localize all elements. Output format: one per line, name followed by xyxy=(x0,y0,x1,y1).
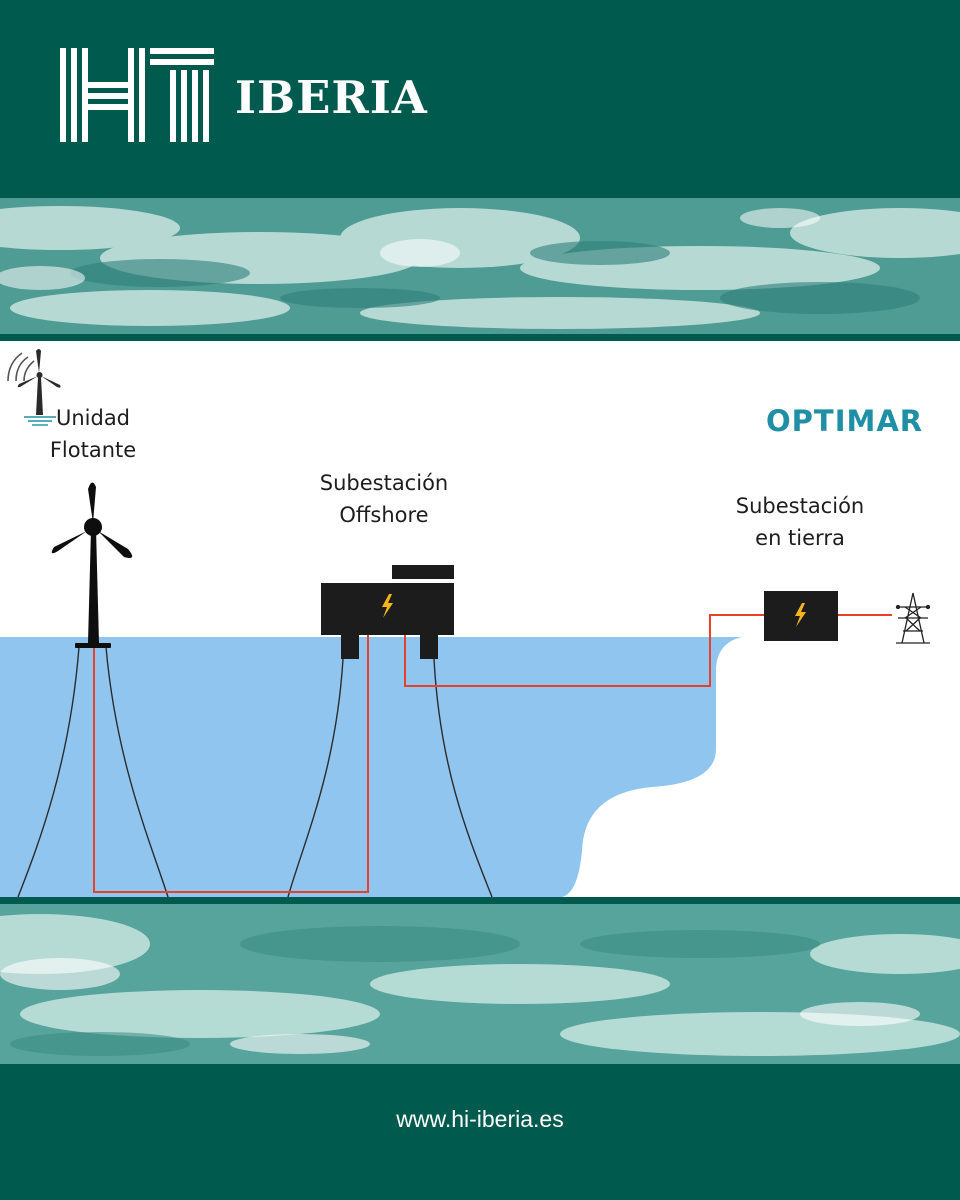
optimar-logo-text: OPTIMAR xyxy=(766,404,924,438)
lightning-icon xyxy=(382,594,393,618)
onshore-substation-label: Subestación en tierra xyxy=(715,490,885,554)
sea-photo-top xyxy=(0,198,960,334)
header: IBERIA xyxy=(0,0,960,198)
wind-turbine-icon xyxy=(51,482,133,648)
brand-name: IBERIA xyxy=(235,71,428,124)
transmission-tower-icon xyxy=(895,592,931,644)
website-link[interactable]: www.hi-iberia.es xyxy=(396,1106,564,1132)
offshore-substation-text: Subestación Offshore xyxy=(319,471,449,527)
floating-unit-label: Unidad Flotante xyxy=(23,402,163,466)
sea-photo-bottom xyxy=(0,904,960,1064)
hi-logo-icon xyxy=(60,48,214,142)
sea-area xyxy=(0,637,742,897)
lightning-icon xyxy=(795,603,806,627)
floating-unit-text: Unidad Flotante xyxy=(49,406,137,462)
footer: www.hi-iberia.es xyxy=(0,1064,960,1200)
optimar-turbine-icon xyxy=(7,349,61,426)
onshore-substation-text: Subestación en tierra xyxy=(735,494,865,550)
mooring-lines xyxy=(17,646,493,897)
offshore-substation-label: Subestación Offshore xyxy=(299,467,469,531)
power-cable xyxy=(93,614,892,893)
diagram-panel: Unidad Flotante Subestación Offshore Sub… xyxy=(0,334,960,904)
